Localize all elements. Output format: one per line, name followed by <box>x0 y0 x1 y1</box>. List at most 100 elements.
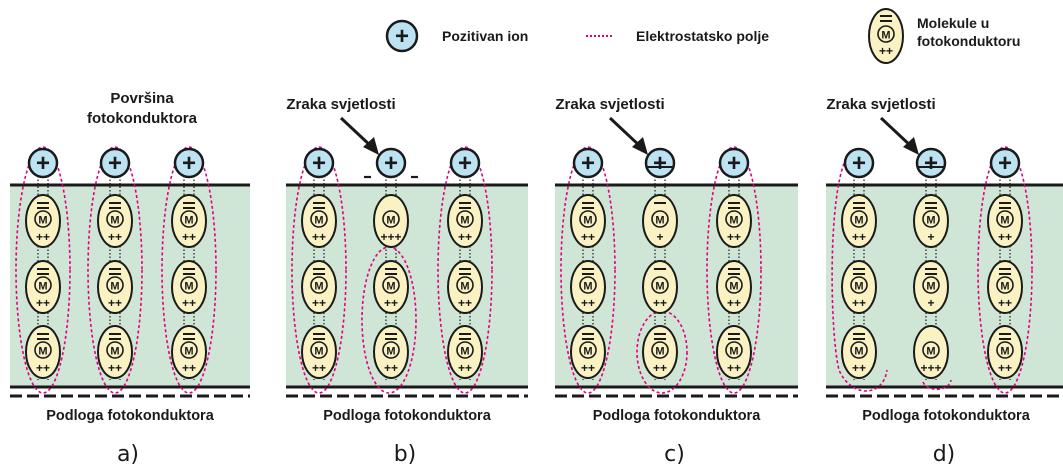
molecule-icon: M++ <box>841 325 877 379</box>
molecule-icon: M+ <box>642 194 678 248</box>
legend-ion-icon: + <box>385 19 419 53</box>
svg-text:+: + <box>108 150 122 177</box>
svg-text:M: M <box>38 346 47 358</box>
svg-text:++: ++ <box>182 296 196 310</box>
svg-text:++: ++ <box>852 230 866 244</box>
svg-text:M: M <box>583 215 592 227</box>
molecule-icon: M ++ <box>716 325 752 379</box>
svg-text:++: ++ <box>581 361 595 375</box>
svg-text:++: ++ <box>879 44 893 58</box>
svg-text:M: M <box>729 215 738 227</box>
molecule-icon: M ++ <box>716 260 752 314</box>
svg-text:M: M <box>314 346 323 358</box>
field-line <box>831 149 888 392</box>
svg-text:M: M <box>926 346 935 358</box>
svg-text:++: ++ <box>384 296 398 310</box>
svg-text:M: M <box>583 346 592 358</box>
svg-text:++: ++ <box>384 361 398 375</box>
svg-text:++: ++ <box>727 296 741 310</box>
svg-text:M: M <box>1000 215 1009 227</box>
substrate-label: Podloga fotokonduktora <box>46 408 214 424</box>
svg-text:M: M <box>386 346 395 358</box>
positive-ion-icon: + <box>989 147 1021 179</box>
svg-text:++: ++ <box>727 361 741 375</box>
svg-text:M: M <box>314 281 323 293</box>
svg-text:M: M <box>184 281 193 293</box>
svg-text:M: M <box>110 281 119 293</box>
svg-text:+: + <box>924 150 938 177</box>
legend-molecule-icon: M ++ <box>868 8 904 64</box>
molecule-icon: M++ <box>301 325 337 379</box>
panel-letter: d) <box>933 442 956 467</box>
light-ray-label: Zraka svjetlosti <box>555 96 664 113</box>
positive-ion-icon: + <box>303 147 335 179</box>
molecule-icon: M+ <box>913 194 949 248</box>
svg-text:++: ++ <box>36 361 50 375</box>
svg-text:++: ++ <box>998 296 1012 310</box>
svg-text:++: ++ <box>998 230 1012 244</box>
light-ray-label: Zraka svjetlosti <box>286 96 395 113</box>
field-ellipse <box>706 146 762 394</box>
svg-text:++: ++ <box>727 230 741 244</box>
svg-text:M: M <box>583 281 592 293</box>
field-ellipse <box>87 146 143 394</box>
svg-text:+: + <box>656 230 663 244</box>
positive-ion-icon: + <box>99 147 131 179</box>
substrate-label: Podloga fotokonduktora <box>593 408 761 424</box>
svg-text:+: + <box>312 150 326 177</box>
positive-ion-icon: + <box>843 147 875 179</box>
molecule-icon: M ++ <box>987 194 1023 248</box>
svg-text:M: M <box>729 281 738 293</box>
molecule-icon: M++ <box>171 325 207 379</box>
svg-text:++: ++ <box>581 230 595 244</box>
molecule-icon: M ++ <box>373 325 409 379</box>
svg-text:+: + <box>927 230 934 244</box>
positive-ion-icon: + <box>449 147 481 179</box>
svg-text:++: ++ <box>458 230 472 244</box>
molecule-icon: M++ <box>97 194 133 248</box>
positive-ion-icon: + <box>915 147 947 179</box>
panel-a: +M++M++M+++M++M++M+++M++M++M++Površinafo… <box>10 90 250 467</box>
svg-text:+: + <box>998 150 1012 177</box>
svg-text:+: + <box>581 150 595 177</box>
molecule-icon: M+++ <box>373 194 409 248</box>
substrate-label: Podloga fotokonduktora <box>323 408 491 424</box>
svg-text:M: M <box>881 30 890 42</box>
light-ray-label: Zraka svjetlosti <box>826 96 935 113</box>
legend-molecule-label-2: fotokonduktoru <box>917 33 1020 49</box>
field-line <box>922 379 952 391</box>
svg-text:M: M <box>655 281 664 293</box>
svg-text:M: M <box>460 346 469 358</box>
svg-text:++: ++ <box>312 230 326 244</box>
light-arrow-icon <box>608 116 648 155</box>
molecule-icon: M++ <box>841 194 877 248</box>
svg-text:++: ++ <box>36 230 50 244</box>
molecule-icon: M++ <box>97 260 133 314</box>
positive-ion-icon: + <box>375 147 407 179</box>
positive-ion-icon: + <box>27 147 59 179</box>
legend-molecule-label-1: Molekule u <box>917 15 989 31</box>
legend-field-label: Elektrostatsko polje <box>636 28 769 44</box>
molecule-icon: M ++ <box>716 194 752 248</box>
svg-text:+: + <box>395 23 409 50</box>
molecule-icon: M++ <box>171 194 207 248</box>
svg-text:+: + <box>927 296 934 310</box>
field-ellipse <box>636 310 688 394</box>
surface-label: fotokonduktora <box>87 110 198 127</box>
svg-text:++: ++ <box>108 230 122 244</box>
surface-label: Površina <box>110 90 174 107</box>
svg-text:++: ++ <box>182 361 196 375</box>
svg-text:M: M <box>854 281 863 293</box>
positive-ion-icon: + <box>173 147 205 179</box>
field-ellipse <box>291 146 347 394</box>
molecule-icon: M ++ <box>171 260 207 314</box>
molecule-icon: M++ <box>642 325 678 379</box>
svg-text:M: M <box>729 346 738 358</box>
svg-text:++: ++ <box>108 361 122 375</box>
molecule-icon: M++ <box>373 260 409 314</box>
svg-text:M: M <box>460 281 469 293</box>
molecule-icon: M++ <box>447 194 483 248</box>
panel-letter: c) <box>664 442 685 467</box>
svg-text:+: + <box>727 150 741 177</box>
